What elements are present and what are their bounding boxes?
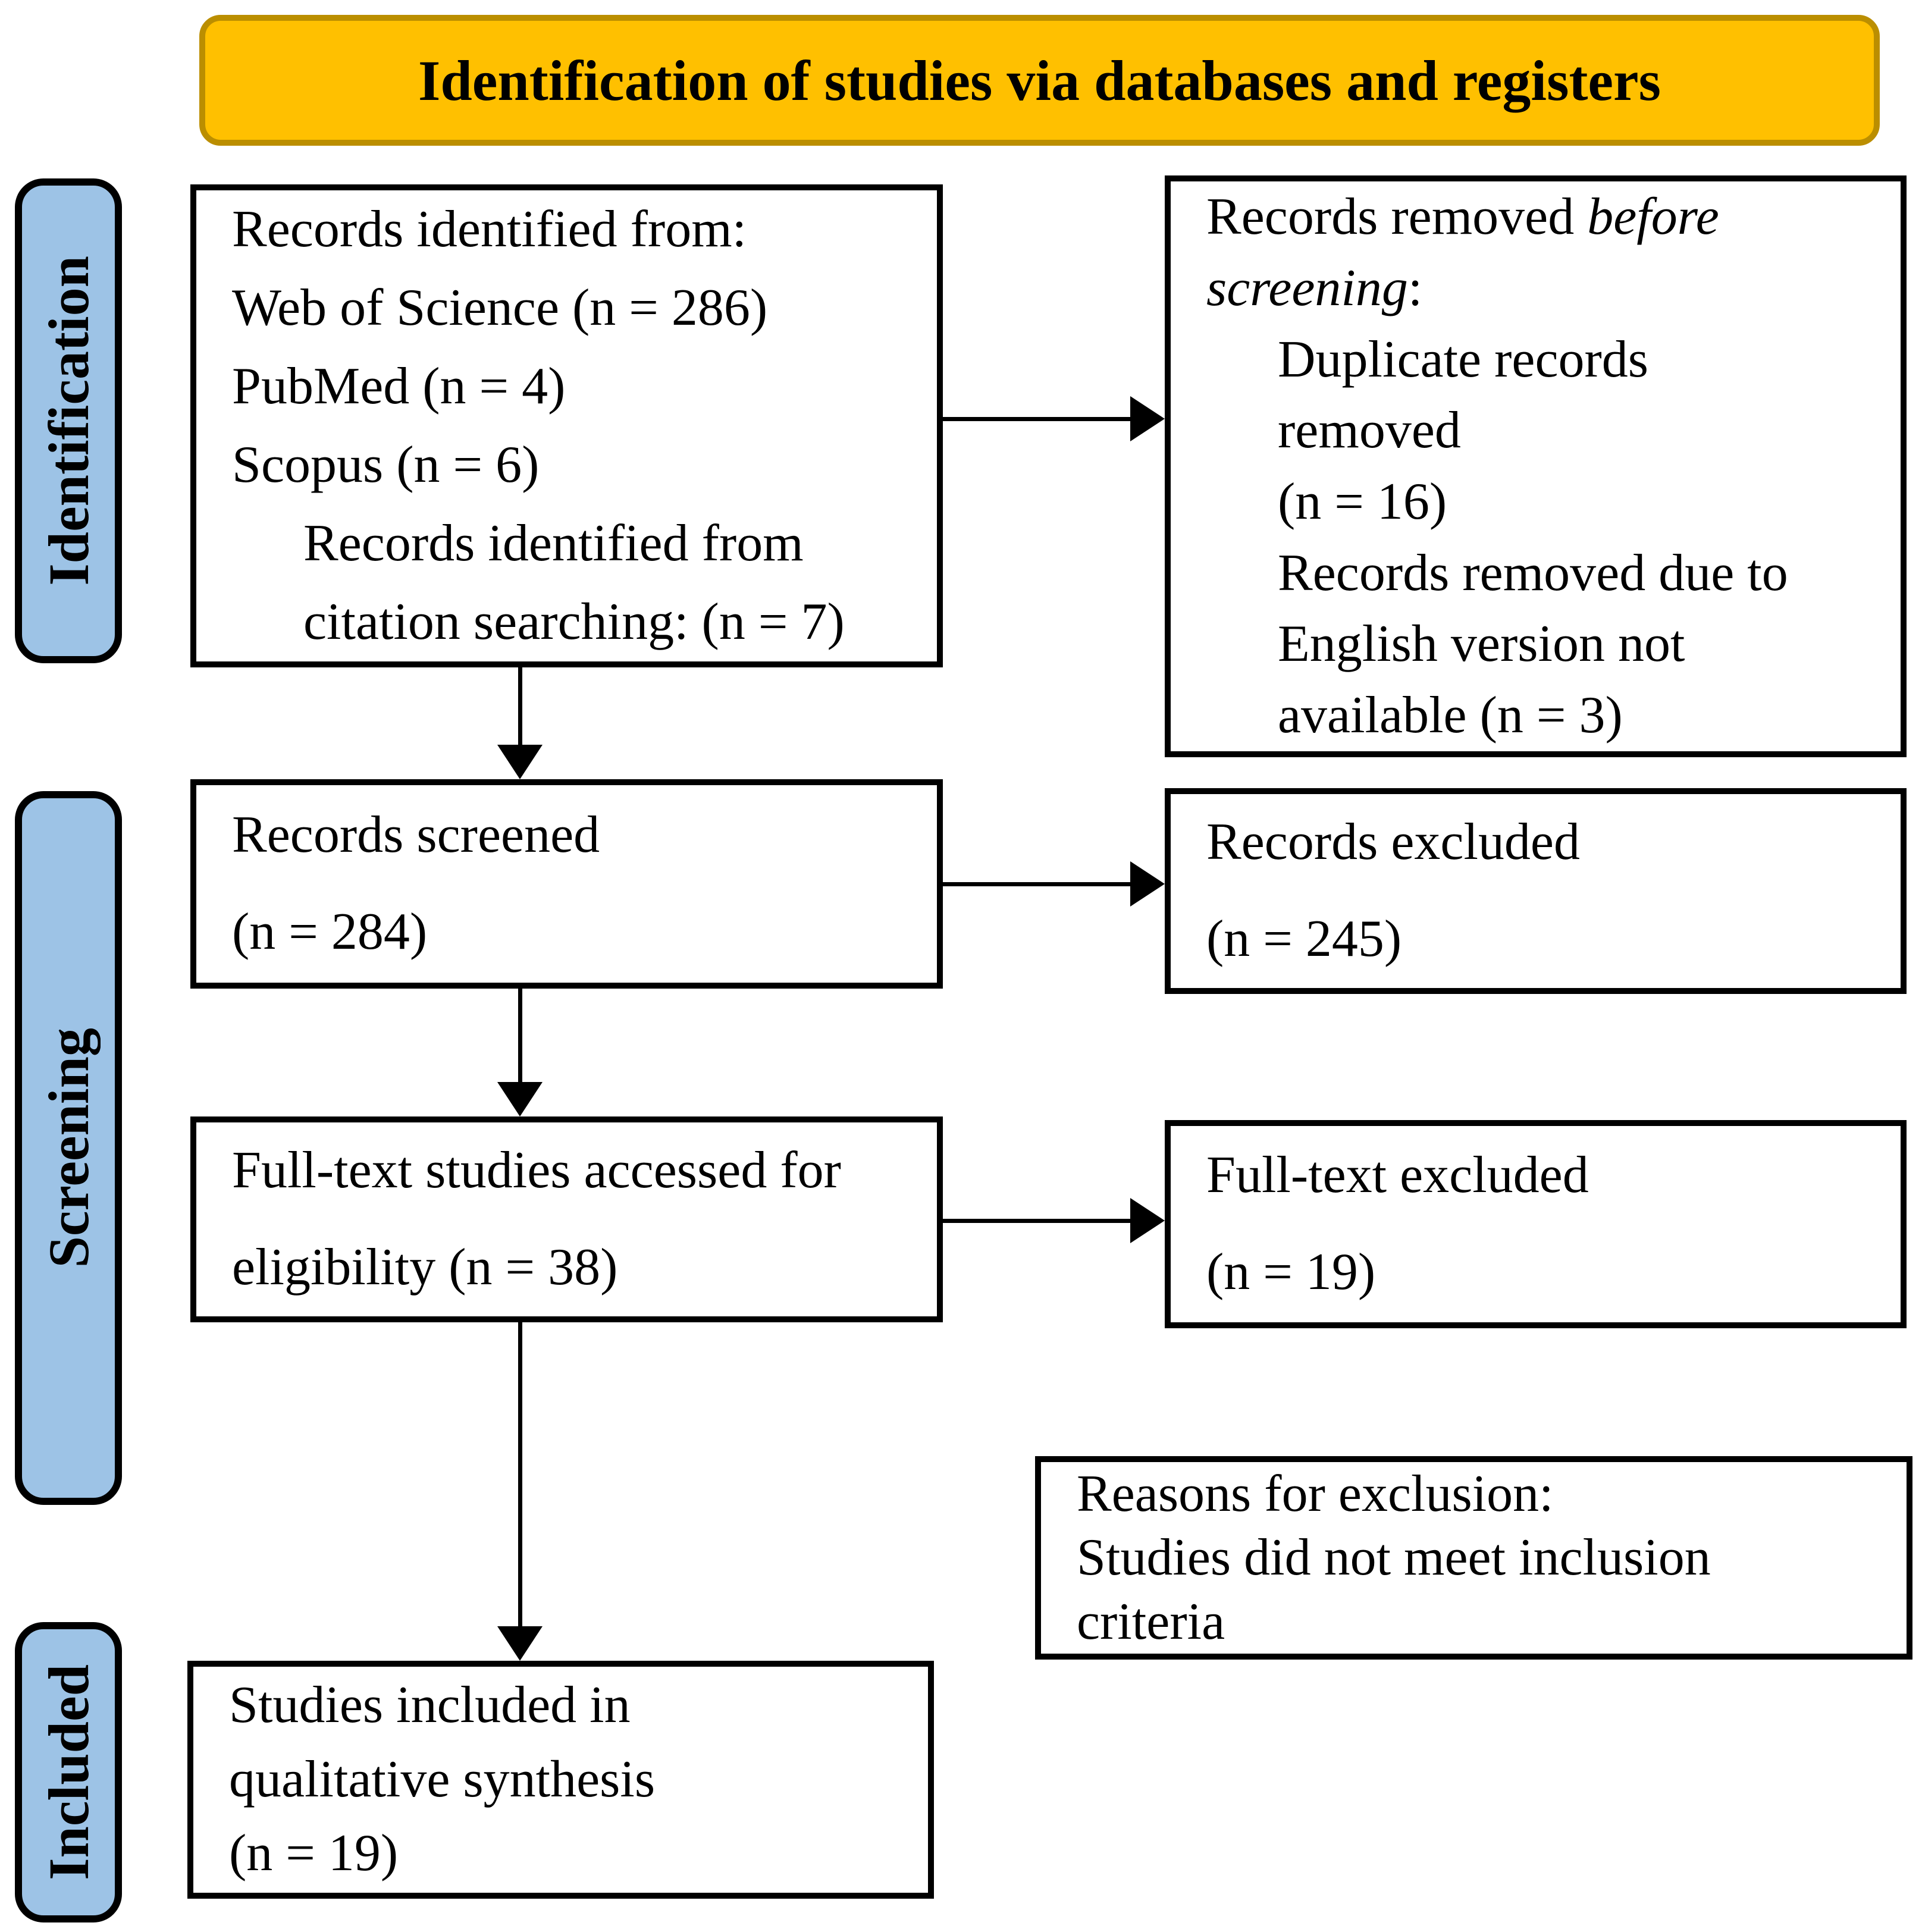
box-studies-included: Studies included in qualitative synthesis… <box>187 1661 934 1899</box>
box-text-line: (n = 16) <box>1278 473 1447 531</box>
box-reasons-for-exclusion: Reasons for exclusion: Studies did not me… <box>1035 1456 1912 1660</box>
box-text-line: criteria <box>1077 1592 1225 1651</box>
connector-identified-to-screened-line <box>518 667 522 745</box>
connector-fulltext-to-included-line <box>518 1322 522 1626</box>
box-text-line: citation searching: (n = 7) <box>303 593 845 651</box>
stage-pill-identification: Identification <box>15 178 122 663</box>
box-text-line: (n = 284) <box>232 903 428 961</box>
box-fulltext-excluded: Full-text excluded (n = 19) <box>1165 1120 1907 1328</box>
box-text-line: (n = 19) <box>1206 1243 1376 1301</box>
box-text-line: Reasons for exclusion: <box>1077 1464 1554 1523</box>
connector-fulltext-to-ftexcluded-line <box>943 1219 1130 1223</box>
connector-screened-to-fulltext-line <box>518 989 522 1082</box>
arrowhead-down-icon <box>497 745 543 779</box>
box-text-line: available (n = 3) <box>1278 686 1623 745</box>
box-text-line: English version not <box>1278 615 1685 673</box>
connector-screened-to-excluded-line <box>943 882 1130 886</box>
stage-pill-screening: Screening <box>15 791 122 1505</box>
box-records-identified: Records identified from: Web of Science (… <box>190 184 943 667</box>
box-text-line: Records identified from <box>303 515 804 572</box>
stage-pill-included: Included <box>15 1622 122 1922</box>
arrowhead-right-icon <box>1130 861 1165 907</box>
stage-label-included: Included <box>36 1664 101 1880</box>
title-banner: Identification of studies via databases … <box>199 15 1880 146</box>
box-records-screened: Records screened (n = 284) <box>190 779 943 989</box>
box-text-line: Scopus (n = 6) <box>232 436 540 494</box>
arrowhead-down-icon <box>497 1626 543 1661</box>
box-text-line: (n = 19) <box>229 1824 399 1883</box>
box-text-line: qualitative synthesis <box>229 1750 656 1808</box>
stage-label-screening: Screening <box>36 1028 101 1268</box>
box-text-line: (n = 245) <box>1206 910 1402 968</box>
box-text-line: Studies did not meet inclusion <box>1077 1529 1711 1587</box>
box-text-line: Records excluded <box>1206 813 1580 871</box>
box-text-line: screening: <box>1206 259 1423 317</box>
arrowhead-right-icon <box>1130 396 1165 441</box>
box-fulltext-accessed-for-eligibility: Full-text studies accessed for eligibilit… <box>190 1116 943 1322</box>
arrowhead-right-icon <box>1130 1198 1165 1243</box>
box-records-excluded: Records excluded (n = 245) <box>1165 788 1907 994</box>
box-text-line: Full-text excluded <box>1206 1146 1589 1205</box>
box-text-line: Records removed due to <box>1278 544 1788 602</box>
box-text-line: Records screened <box>232 806 600 864</box>
box-text-line: Web of Science (n = 286) <box>232 279 768 337</box>
box-records-removed-before-screening: Records removed before screening: Duplicat… <box>1165 175 1907 757</box>
stage-label-identification: Identification <box>36 256 101 586</box>
box-text-line: Studies included in <box>229 1676 631 1734</box>
box-text-line: Records identified from: <box>232 200 747 258</box>
arrowhead-down-icon <box>497 1082 543 1116</box>
title-banner-label: Identification of studies via databases … <box>418 48 1661 112</box>
box-text-line: Full-text studies accessed for <box>232 1141 841 1200</box>
box-text-line: Duplicate records <box>1278 330 1649 388</box>
box-text-line: removed <box>1278 402 1461 460</box>
box-text-line: eligibility (n = 38) <box>232 1238 618 1296</box>
box-text-line: Records removed before <box>1206 188 1719 246</box>
box-text-line: PubMed (n = 4) <box>232 357 566 415</box>
connector-identified-to-removed-line <box>943 417 1130 421</box>
